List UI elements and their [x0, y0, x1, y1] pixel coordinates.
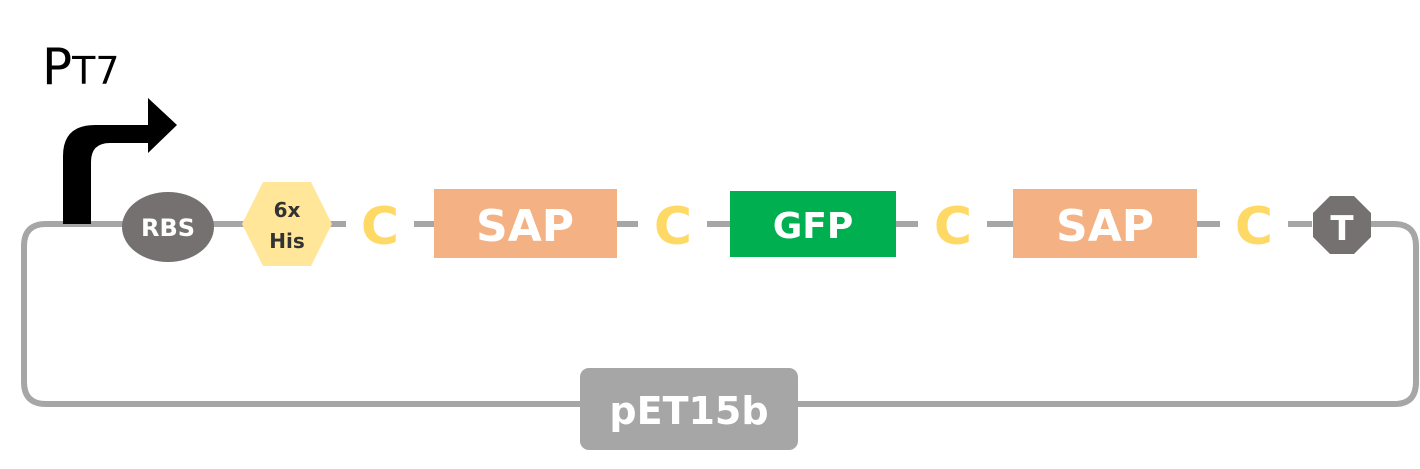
gfp-part: GFP	[730, 191, 896, 257]
rbs-part: RBS	[122, 192, 214, 262]
bent-arrow-icon	[63, 98, 177, 224]
sap-label-2: SAP	[1056, 201, 1154, 252]
octagon-icon	[1313, 196, 1371, 254]
terminator-label: T	[1330, 209, 1354, 249]
backbone-label: pET15b	[609, 389, 768, 433]
sap-part-2: SAP	[1013, 189, 1197, 258]
his-tag-part: 6x His	[242, 182, 332, 266]
gfp-box	[730, 191, 896, 257]
linker-c-1: C	[361, 197, 399, 257]
hexagon-icon	[242, 182, 332, 266]
backbone-label-group: pET15b	[580, 368, 798, 450]
sap-label-1: SAP	[476, 201, 574, 252]
rbs-label: RBS	[141, 214, 195, 242]
promoter-letter: P	[42, 38, 72, 96]
backbone-label-box	[580, 368, 798, 450]
promoter-label: PT7	[42, 38, 120, 96]
linker-c-2: C	[654, 197, 692, 257]
gfp-label: GFP	[773, 206, 854, 247]
his-tag-line1: 6x	[274, 198, 301, 222]
sap-part-1: SAP	[434, 189, 617, 258]
linker-c-3: C	[934, 197, 972, 257]
linker-c-4: C	[1235, 197, 1273, 257]
promoter-t7: PT7	[42, 38, 177, 224]
sap-box-1	[434, 189, 617, 258]
his-tag-line2: His	[269, 229, 305, 253]
sap-box-2	[1013, 189, 1197, 258]
promoter-subscript: T7	[71, 49, 119, 93]
rbs-ellipse	[122, 192, 214, 262]
terminator-part: T	[1313, 196, 1371, 254]
